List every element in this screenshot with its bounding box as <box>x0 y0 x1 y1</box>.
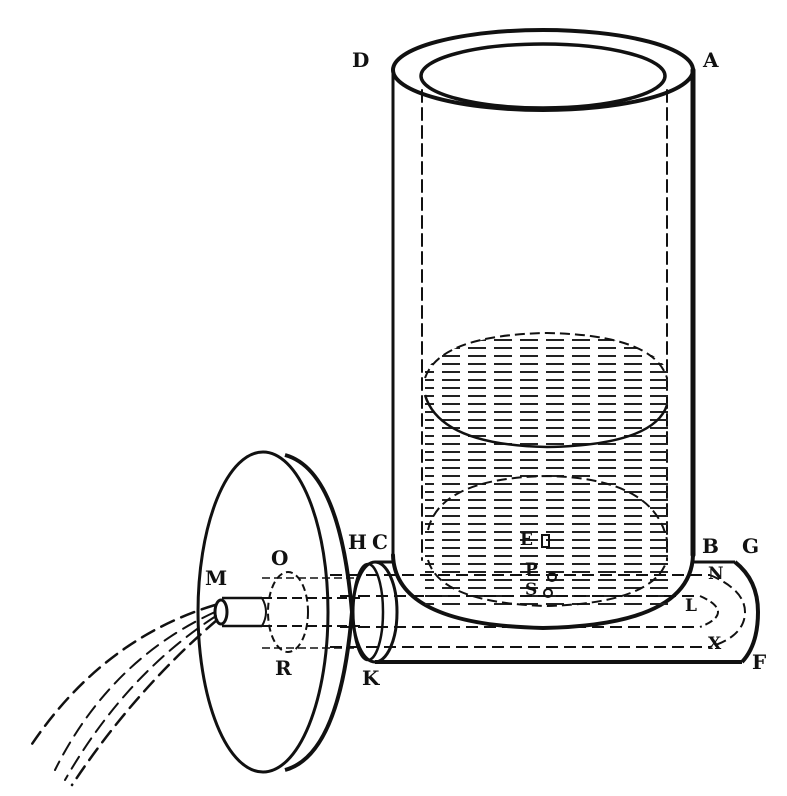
label-s: S <box>525 580 538 600</box>
label-c: C <box>372 530 388 554</box>
label-g: G <box>742 534 760 558</box>
label-a: A <box>703 48 719 72</box>
label-h: H <box>348 530 367 554</box>
label-d: D <box>352 48 370 72</box>
label-b: B <box>702 534 719 558</box>
water-body <box>425 335 669 605</box>
label-p: P <box>525 560 538 580</box>
label-e: E <box>520 530 533 550</box>
label-f: F <box>752 650 767 674</box>
label-k: K <box>362 666 380 690</box>
label-o: O <box>271 546 289 570</box>
horizontal-pipe <box>330 560 761 664</box>
vertical-cylinder <box>391 28 696 631</box>
label-x: X <box>708 634 722 654</box>
disc-and-nozzle <box>196 450 360 774</box>
label-r: R <box>275 656 292 680</box>
label-n: N <box>708 564 724 584</box>
water-surfaces <box>423 331 669 608</box>
water-jet <box>26 603 219 787</box>
label-l: L <box>685 596 697 616</box>
label-m: M <box>205 566 228 590</box>
small-orifices <box>541 534 557 598</box>
